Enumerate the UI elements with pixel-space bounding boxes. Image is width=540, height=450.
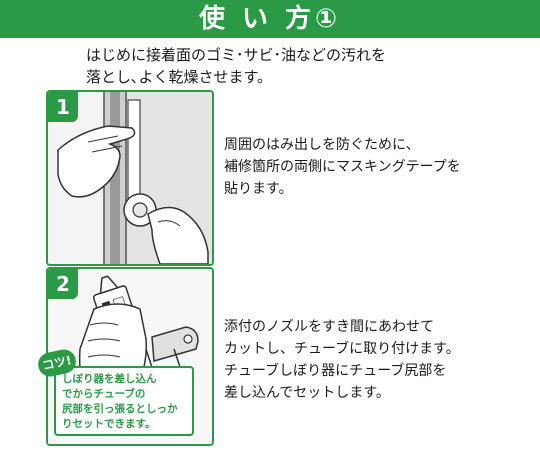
step-1-line: 周囲のはみ出しを防ぐために、 [224,137,420,153]
step-1-illustration: 1 [46,90,214,266]
tip-line: でからチューブの [62,388,146,400]
intro-line: 落とし､よく乾燥させます。 [86,68,273,86]
intro-line: はじめに接着面のゴミ･サビ･油などの汚れを [86,46,387,64]
tip-line: 尻部を引っ張るとしっか [62,403,178,415]
tip-line: りセットできます。 [62,418,156,430]
intro-text: はじめに接着面のゴミ･サビ･油などの汚れを 落とし､よく乾燥させます。 [86,44,526,88]
step-2-line: 添付のノズルをすき間にあわせて [224,319,434,335]
page-title: 使 い 方① [198,4,342,34]
step-2-line: チューブしぼり器にチューブ尻部を [224,363,447,379]
step-1-text: 周囲のはみ出しを防ぐために、 補修箇所の両側にマスキングテープを 貼ります。 [224,134,530,200]
tip-line: しぼり器を差し込ん [62,373,157,385]
step-2-badge: 2 [48,269,78,299]
step-1-line: 貼ります。 [224,181,293,197]
step-2-text: 添付のノズルをすき間にあわせて カットし、チューブに取り付けます。 チューブしぼ… [224,316,530,404]
step-2-line: 差し込んでセットします。 [224,385,390,401]
tip-box: しぼり器を差し込ん でからチューブの 尻部を引っ張るとしっか りセットできます。 [54,366,194,436]
masking-tape-illustration [48,92,212,264]
step-1-line: 補修箇所の両側にマスキングテープを [224,159,461,175]
header-bar: 使 い 方① [0,0,540,38]
step-2-line: カットし、チューブに取り付けます。 [224,341,460,357]
step-1-badge: 1 [48,92,78,122]
